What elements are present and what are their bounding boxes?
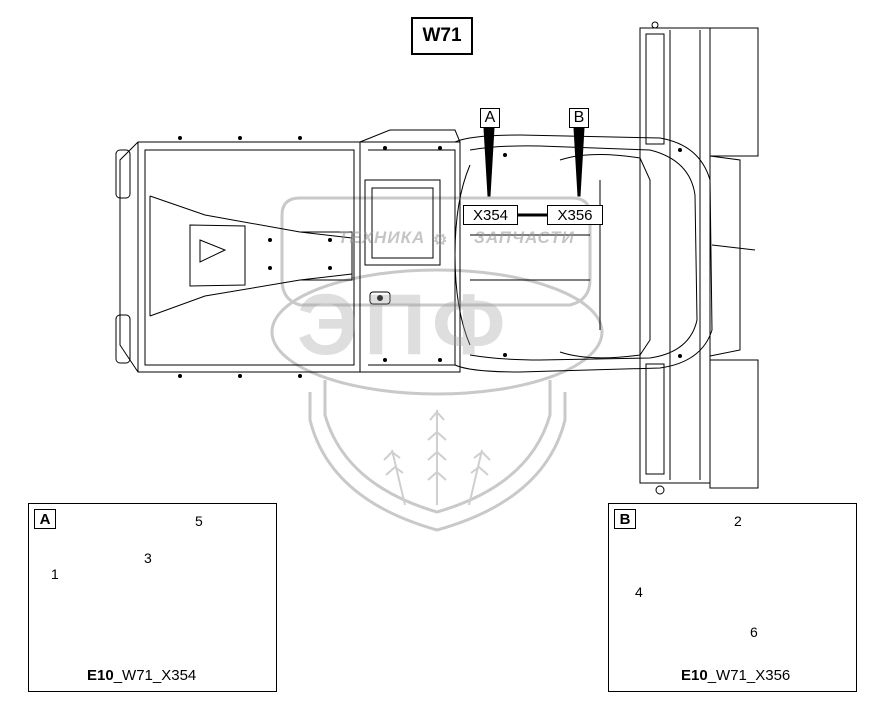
caption-b-suffix: _W71_X356	[707, 667, 791, 684]
detail-panel-b: B E10_W71_X356	[608, 503, 857, 692]
caption-a-suffix: _W71_X354	[113, 667, 197, 684]
connector-label-x354: X354	[463, 205, 518, 225]
part-number-1: 1	[51, 566, 59, 582]
frame-fasteners	[178, 136, 682, 378]
detail-panel-a: A E10_W71_X354	[28, 503, 277, 692]
part-number-4: 4	[635, 584, 643, 600]
part-number-5: 5	[195, 513, 203, 529]
watermark-logo	[270, 196, 604, 532]
watermark-logo-text: ЭПФ	[297, 277, 512, 373]
harness-title: W71	[411, 17, 473, 55]
callout-b: B	[569, 108, 589, 128]
connector-label-x356: X356	[547, 205, 603, 225]
gear-icon: ⚙	[433, 232, 449, 249]
part-number-3: 3	[144, 550, 152, 566]
chassis-outline	[115, 21, 759, 495]
watermark-text-left: ТЕХНИКА	[338, 228, 426, 247]
caption-a-prefix: E10	[87, 667, 114, 684]
detail-caption-b: E10_W71_X356	[681, 667, 790, 684]
part-number-2: 2	[734, 513, 742, 529]
part-number-6: 6	[750, 624, 758, 640]
callout-pointers	[483, 127, 585, 197]
detail-tag-b: B	[614, 509, 636, 529]
watermark-wheat	[383, 410, 491, 506]
detail-tag-a: A	[34, 509, 56, 529]
detail-caption-a: E10_W71_X354	[87, 667, 196, 684]
caption-b-prefix: E10	[681, 667, 708, 684]
watermark-text-right: ЗАПЧАСТИ	[474, 228, 575, 247]
callout-a: A	[480, 108, 500, 128]
